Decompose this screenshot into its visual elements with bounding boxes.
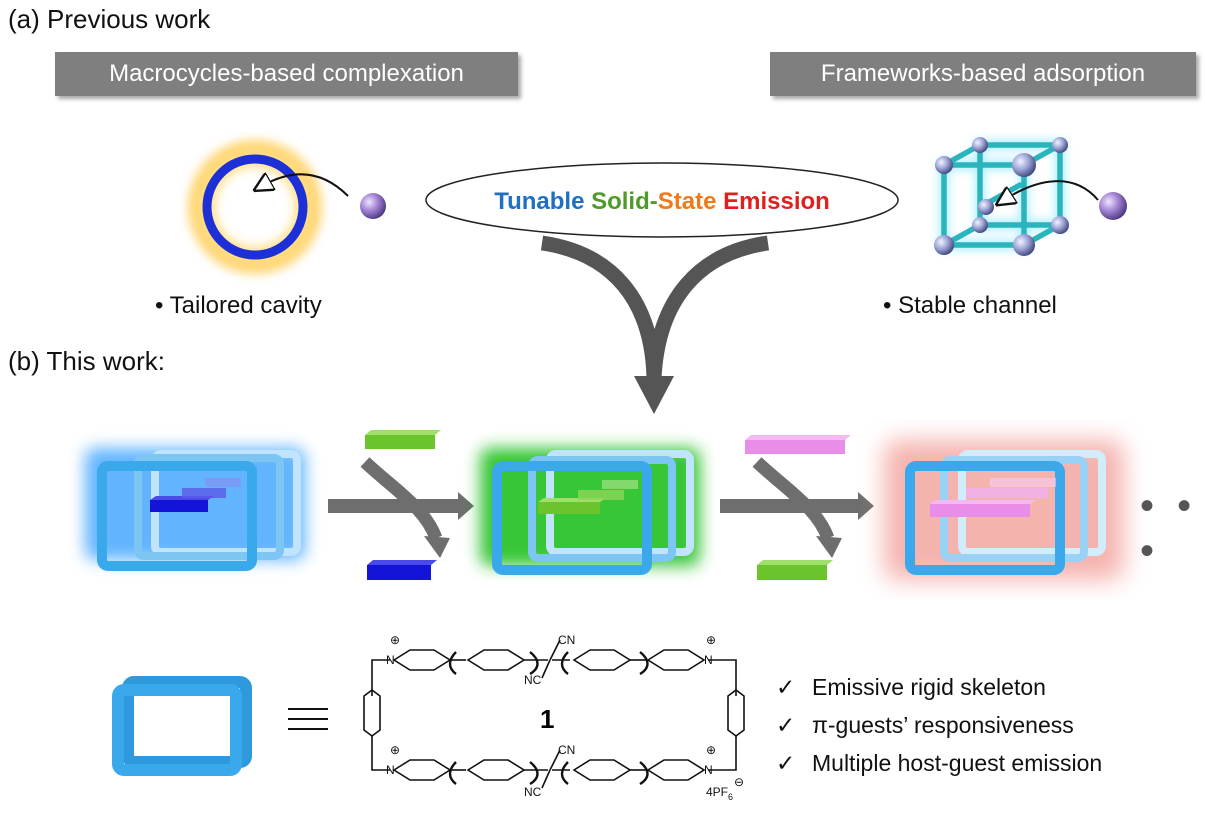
guest-entry-arrow-right: [1004, 180, 1099, 200]
section-a-label: (a) Previous work: [8, 4, 211, 34]
macrocycle-ring: [188, 140, 322, 274]
stable-channel-text: Stable channel: [898, 292, 1057, 319]
framework-cube: [934, 137, 1069, 256]
cn-label-top: CN: [558, 633, 575, 647]
check-icon: ✓: [776, 712, 796, 738]
n-plus-bottom-right: N: [704, 763, 713, 777]
feature-text: Emissive rigid skeleton: [812, 674, 1046, 700]
top-graphics: Tunable Solid-State Emission: [188, 137, 1127, 414]
tailored-cavity-bullet: • Tailored cavity: [155, 292, 322, 319]
guest-sphere-right: [1099, 192, 1127, 220]
guest-sphere-left: [360, 193, 386, 219]
compound-number: 1: [540, 704, 554, 734]
nc-label-bottom: NC: [524, 785, 542, 799]
exchange-sequence: [85, 430, 1124, 580]
feature-list: ✓ Emissive rigid skeleton ✓ π-guests’ resp…: [776, 674, 1102, 788]
host-stack-red: [884, 440, 1124, 580]
center-oval: [425, 162, 899, 238]
sequence-ellipsis: • • •: [1140, 484, 1198, 573]
equivalence-icon: [288, 708, 328, 730]
counterion-label: 4PF6: [706, 785, 733, 802]
plus-top-left: ⊕: [390, 633, 400, 647]
n-plus-top-right: N: [704, 653, 713, 667]
macrocycle-header: Macrocycles-based complexation: [55, 52, 518, 96]
plus-bottom-left: ⊕: [390, 743, 400, 757]
n-plus-top-left: N: [386, 653, 395, 667]
nc-label-top: NC: [524, 673, 542, 687]
n-plus-bottom-left: N: [386, 763, 395, 777]
framework-header: Frameworks-based adsorption: [770, 52, 1196, 96]
feature-item-emission: ✓ Multiple host-guest emission: [776, 750, 1102, 788]
molecule-structure: [363, 639, 745, 789]
feature-text: π-guests’ responsiveness: [812, 712, 1074, 738]
host-stack-green: [480, 448, 700, 575]
cn-label-bottom: CN: [558, 743, 575, 757]
guest-entry-arrow-left: [262, 174, 349, 197]
host-stack-blue: [85, 448, 305, 571]
feature-text: Multiple host-guest emission: [812, 750, 1103, 776]
exchange-arrow-2: [720, 435, 874, 580]
check-icon: ✓: [776, 750, 796, 776]
feature-item-responsiveness: ✓ π-guests’ responsiveness: [776, 712, 1102, 750]
title-word-tunable: Tunable: [494, 188, 584, 215]
title-word-emission: Emission: [723, 188, 830, 215]
plus-top-right: ⊕: [706, 633, 716, 647]
counterion-charge: ⊖: [734, 775, 744, 789]
title-word-state: State: [658, 188, 717, 215]
exchange-arrow-1: [328, 430, 474, 580]
merging-arrow: [540, 235, 770, 414]
host-frame-icon: [112, 676, 252, 776]
title-word-solid: Solid-: [591, 188, 658, 215]
center-title: Tunable Solid-State Emission: [494, 188, 830, 215]
tailored-cavity-text: Tailored cavity: [169, 292, 322, 319]
feature-item-skeleton: ✓ Emissive rigid skeleton: [776, 674, 1102, 712]
legend-graphics: N ⊕ N ⊕ N ⊕ N ⊕ CN NC CN NC 4PF6 ⊖ 1: [112, 633, 745, 802]
check-icon: ✓: [776, 674, 796, 700]
stable-channel-bullet: • Stable channel: [883, 292, 1057, 319]
section-b-label: (b) This work:: [8, 346, 165, 376]
plus-bottom-right: ⊕: [706, 743, 716, 757]
